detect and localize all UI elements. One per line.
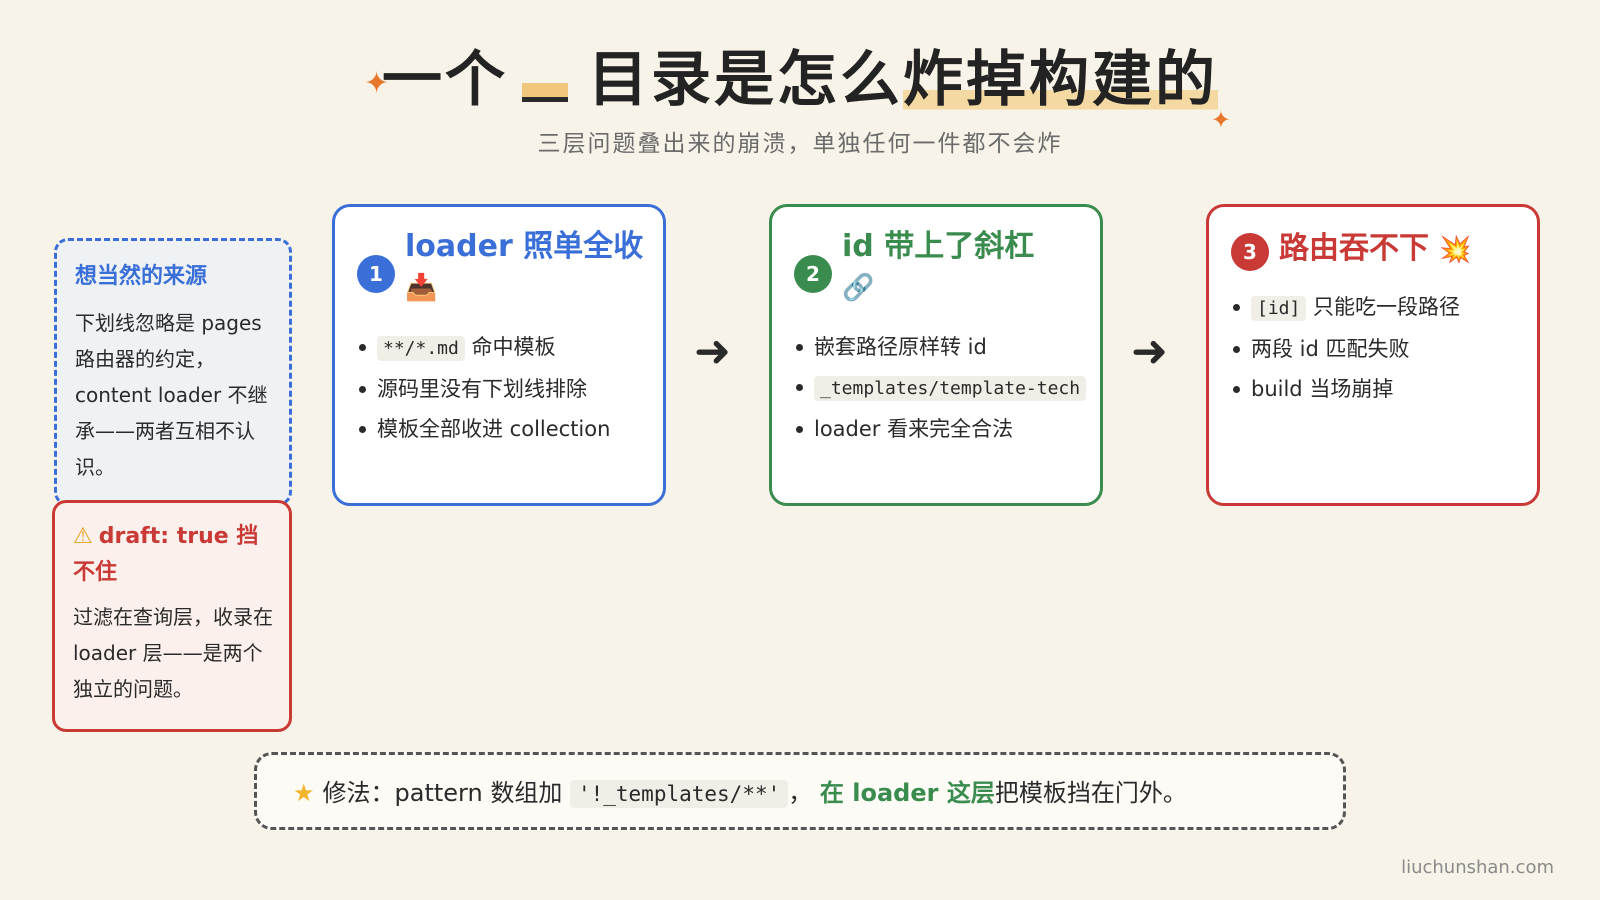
title-area: ✦ 一个 目录是怎么炸掉构建的 ✦ (0, 38, 1600, 134)
note-body: 过滤在查询层，收录在 loader 层——是两个独立的问题。 (73, 605, 273, 701)
fix-emphasis: 在 loader 这层 (819, 779, 995, 807)
code-snippet: [id] (1251, 296, 1307, 321)
note-title: 想当然的来源 (75, 264, 208, 289)
title-part-1: 一个 (382, 45, 508, 115)
code-snippet: '!_templates/**' (569, 780, 789, 808)
note-draft-warning: ⚠draft: true 挡不住 过滤在查询层，收录在 loader 层——是两… (52, 500, 292, 732)
sparkle-icon: ✦ (1210, 106, 1234, 134)
bullet-item: [id] 只能吃一段路径 (1231, 287, 1531, 329)
fix-separator: ， (788, 779, 813, 807)
title-blank-underscore (522, 83, 568, 102)
collision-icon: 💥 (1439, 235, 1472, 265)
code-snippet: **/*.md (377, 336, 465, 361)
bullet-item: _templates/template-tech (794, 367, 1094, 409)
inbox-tray-icon: 📥 (405, 273, 438, 303)
fix-line: ★修法：pattern 数组加 '!_templates/**'， 在 load… (293, 775, 1187, 812)
step-bullets: [id] 只能吃一段路径 两段 id 匹配失败 build 当场崩掉 (1231, 287, 1531, 409)
star-icon: ★ (293, 779, 315, 807)
page-subtitle: 三层问题叠出来的崩溃，单独任何一件都不会炸 (537, 131, 1063, 157)
link-icon: 🔗 (842, 273, 875, 303)
bullet-item: build 当场崩掉 (1231, 369, 1531, 409)
step-title: id 带上了斜杠 🔗 (842, 225, 1092, 307)
step-number-badge: 1 (357, 255, 395, 293)
bullet-item: loader 看来完全合法 (794, 409, 1094, 449)
step-title-text: loader 照单全收 (405, 229, 644, 264)
note-assumed-source: 想当然的来源 下划线忽略是 pages 路由器的约定，content loade… (54, 238, 292, 506)
code-snippet: _templates/template-tech (814, 376, 1087, 401)
step-title: 路由吞不下 💥 (1279, 227, 1529, 271)
bullet-item: 源码里没有下划线排除 (357, 369, 657, 409)
step-bullets: **/*.md 命中模板 源码里没有下划线排除 模板全部收进 collectio… (357, 327, 657, 449)
step-card-2: 2 id 带上了斜杠 🔗 嵌套路径原样转 id _templates/templ… (769, 204, 1103, 506)
step-number-badge: 3 (1231, 233, 1269, 271)
page-title: ✦ 一个 目录是怎么炸掉构建的 ✦ (364, 38, 1231, 134)
step-title-text: id 带上了斜杠 (842, 229, 1035, 264)
bullet-item: 模板全部收进 collection (357, 409, 657, 449)
site-watermark: liuchunshan.com (1401, 857, 1554, 878)
bullet-text: 只能吃一段路径 (1313, 295, 1461, 319)
warning-icon: ⚠ (73, 524, 93, 549)
fix-tail: 把模板挡在门外。 (994, 779, 1187, 807)
bullet-item: **/*.md 命中模板 (357, 327, 657, 369)
arrow-right-icon: ➜ (694, 326, 731, 377)
step-title-text: 路由吞不下 (1279, 231, 1429, 266)
title-part-3-highlighted: 炸掉构建的 (903, 45, 1218, 115)
note-title-text: draft: true 挡不住 (73, 524, 259, 585)
bullet-item: 嵌套路径原样转 id (794, 327, 1094, 367)
fix-callout: ★修法：pattern 数组加 '!_templates/**'， 在 load… (254, 752, 1346, 830)
sparkle-icon: ✦ (364, 66, 393, 101)
step-number-badge: 2 (794, 255, 832, 293)
step-card-1: 1 loader 照单全收 📥 **/*.md 命中模板 源码里没有下划线排除 … (332, 204, 666, 506)
note-title: ⚠draft: true 挡不住 (73, 519, 273, 591)
step-bullets: 嵌套路径原样转 id _templates/template-tech load… (794, 327, 1094, 449)
arrow-right-icon: ➜ (1131, 326, 1168, 377)
title-part-2: 目录是怎么 (588, 45, 903, 115)
bullet-text: 命中模板 (471, 335, 556, 359)
bullet-item: 两段 id 匹配失败 (1231, 329, 1531, 369)
step-title: loader 照单全收 📥 (405, 225, 655, 307)
note-body: 下划线忽略是 pages 路由器的约定，content loader 不继承——… (75, 311, 268, 479)
fix-lead: 修法：pattern 数组加 (322, 779, 563, 807)
step-card-3: 3 路由吞不下 💥 [id] 只能吃一段路径 两段 id 匹配失败 build 当… (1206, 204, 1540, 506)
